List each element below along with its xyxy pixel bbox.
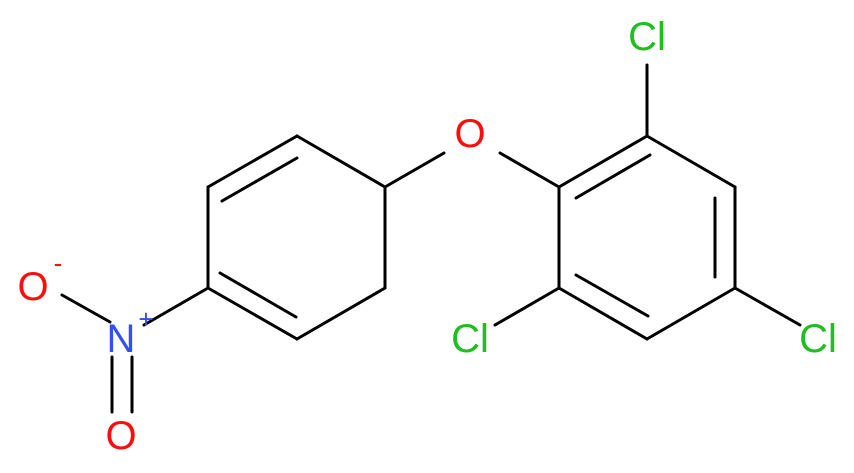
bond <box>645 134 737 189</box>
atom-labels: Cl Cl Cl O N + O - O <box>17 15 836 458</box>
nitrogen-atom: N <box>107 317 136 361</box>
bonds <box>60 63 802 414</box>
oxygen-minus-atom: O <box>17 265 48 309</box>
bond <box>206 286 299 341</box>
chlorine-atom-top: Cl <box>628 15 666 59</box>
bond <box>574 153 652 200</box>
bond <box>557 134 649 189</box>
ether-oxygen-atom: O <box>454 112 485 156</box>
bond <box>574 273 650 318</box>
chlorine-atom-bottom-right: Cl <box>799 317 837 361</box>
bond <box>295 286 387 341</box>
bond <box>498 151 561 189</box>
chlorine-atom-bottom-left: Cl <box>451 317 489 361</box>
bond <box>493 286 561 327</box>
bond <box>220 156 299 203</box>
nitrogen-charge: + <box>138 304 153 334</box>
bond <box>295 134 387 189</box>
double-bonded-oxygen-atom: O <box>105 414 136 458</box>
bond <box>645 286 737 341</box>
bond <box>206 134 299 189</box>
bond <box>142 286 210 327</box>
oxygen-minus-charge: - <box>54 248 63 278</box>
bond <box>60 293 112 324</box>
bond <box>557 286 649 341</box>
bond <box>733 286 802 327</box>
bond <box>218 271 298 319</box>
bond <box>383 151 446 189</box>
